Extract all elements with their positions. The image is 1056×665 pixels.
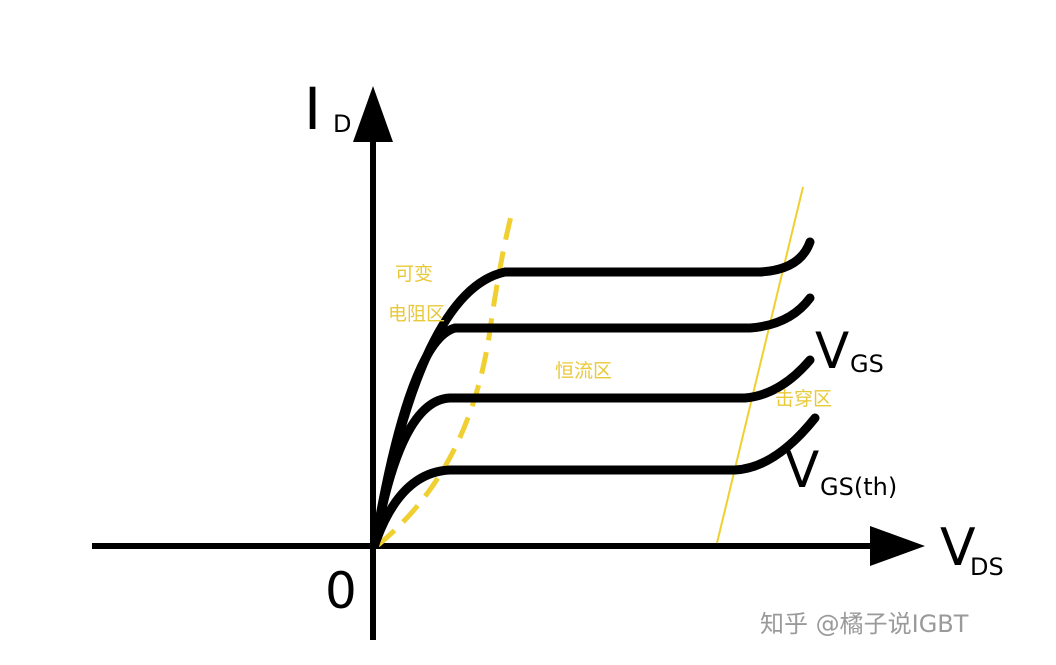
pinch-off-boundary-dashed [376,211,515,547]
vgs-label: V [815,322,850,380]
vgs-th-label: V [785,441,820,499]
region-constant-current: 恒流区 [555,360,613,382]
x-axis-label: V [940,518,976,578]
origin-label: 0 [325,562,357,620]
region-variable-resistance-line1: 可变 [395,263,434,285]
breakdown-boundary-line [716,186,804,544]
region-variable-resistance-line2: 电阻区 [388,303,446,325]
y-axis-label: I [304,75,322,143]
vgs-subscript: GS [850,350,884,378]
x-axis-subscript: DS [970,553,1004,581]
curve-vgs-4 [370,237,815,549]
region-breakdown: 击穿区 [775,388,833,410]
y-axis-arrow [353,86,393,142]
x-axis-arrow [870,526,925,566]
y-axis-subscript: D [333,110,352,138]
curve-vgs-3 [370,293,815,549]
watermark: 知乎 @橘子说IGBT [760,610,969,638]
vgs-th-subscript: GS(th) [820,473,898,501]
curve-vgs-2 [370,355,815,549]
curve-vgs-th [370,413,820,549]
